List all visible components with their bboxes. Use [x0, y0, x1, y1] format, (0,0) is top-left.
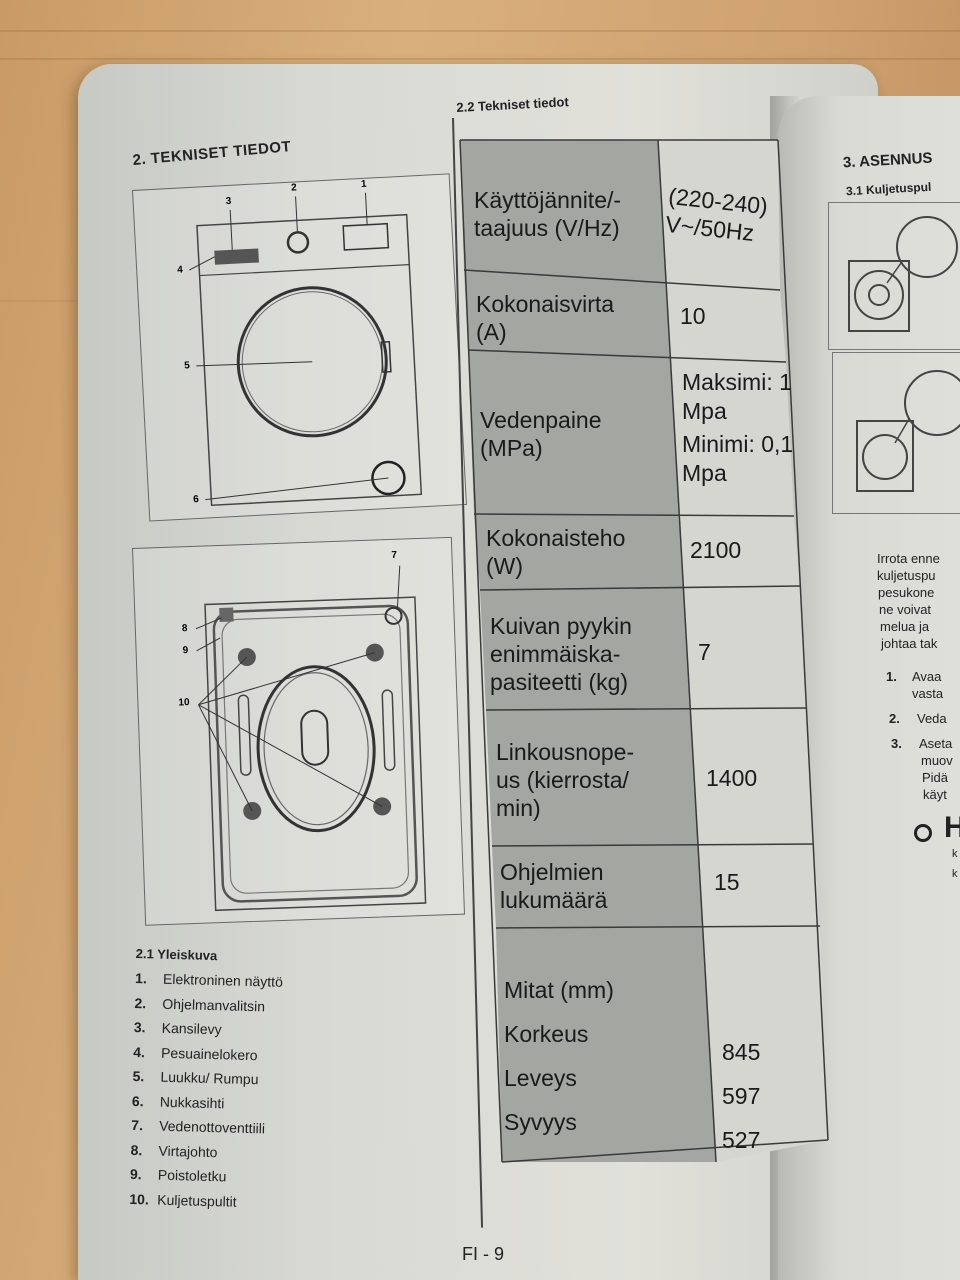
- spec-row-border: [485, 707, 807, 711]
- callout-4: 4: [176, 264, 184, 276]
- spec-value-cell: [698, 844, 820, 928]
- spec-label-cell: [474, 514, 684, 590]
- right-line: kuljetuspu: [877, 568, 936, 583]
- spec-value-cell: [683, 586, 806, 710]
- right-line: melua ja: [880, 619, 930, 634]
- right-line: Irrota enne: [877, 551, 940, 566]
- spec-left-border: [459, 139, 503, 1163]
- page-number: FI - 9: [462, 1244, 505, 1264]
- spec-column-border: [657, 139, 717, 1163]
- callout-5: 5: [183, 360, 191, 372]
- bolt-removal-illustration-1: [848, 216, 958, 332]
- spec-label-cell: [486, 710, 699, 846]
- spec-value: 2100: [690, 537, 742, 563]
- bolt-removal-illustration-2: [856, 370, 960, 492]
- spec-label: Kokonaisvirta(A): [476, 291, 615, 345]
- spec-label: Linkousnope-us (kierrosta/min): [496, 739, 635, 821]
- spec-value-cell: [665, 270, 786, 362]
- right-line: johtaa tak: [881, 636, 938, 651]
- spec-label-cell: [460, 140, 666, 270]
- right-line: ne voivat: [879, 602, 932, 617]
- washing-machine-rear-illustration: [195, 565, 427, 912]
- callout-1: 1: [360, 178, 367, 190]
- step-text: vasta: [912, 686, 944, 701]
- spec-row-border: [491, 843, 815, 847]
- rear-view-diagram: 7 8 9 10: [132, 536, 465, 926]
- step-number: 2.: [889, 711, 900, 726]
- spec-value-cell: [669, 350, 794, 516]
- spec-value-cell: [679, 514, 800, 590]
- step-number: 1.: [886, 669, 897, 684]
- right-figure-1: [828, 202, 960, 350]
- spec-row-border: [463, 269, 781, 291]
- spec-label: Käyttöjännite/-taajuus (V/Hz): [474, 187, 622, 241]
- step-text: muov: [921, 753, 953, 768]
- spec-value-cell: [658, 140, 780, 290]
- step-text: Veda: [917, 711, 947, 726]
- spec-value-cell: [690, 708, 814, 846]
- spec-label-cell: [496, 928, 716, 1162]
- spec-label-cell: [492, 846, 703, 928]
- callout-3: 3: [225, 195, 232, 208]
- step-text: Aseta: [919, 736, 953, 751]
- callout-2: 2: [290, 182, 297, 194]
- front-view-diagram: 1 2 3 4 5 6: [132, 173, 467, 522]
- spec-value: 10: [680, 303, 706, 329]
- step-text: käyt: [923, 787, 947, 802]
- spec-label-cell: [480, 590, 691, 710]
- overview-list: 1. Elektroninen näyttö 2. Ohjelmanvalits…: [129, 966, 435, 1219]
- washing-machine-front-illustration: [189, 192, 423, 507]
- callout-7: 7: [391, 549, 398, 561]
- right-figure-2: [832, 352, 960, 514]
- spec-row-border: [473, 513, 795, 517]
- callout-9: 9: [182, 645, 189, 657]
- spec-label: Vedenpaine(MPa): [480, 407, 602, 461]
- spec-table: Käyttöjännite/-taajuus (V/Hz) (220-240)V…: [459, 139, 829, 1180]
- spec-row-border: [467, 349, 787, 363]
- spec-value: (220-240)V~/50Hz: [664, 182, 770, 246]
- spec-label-cell: [464, 270, 670, 350]
- right-line: pesukone: [878, 585, 935, 600]
- callout-10: 10: [178, 697, 190, 709]
- right-tail-text: k: [952, 848, 958, 860]
- spec-row-border: [479, 585, 801, 591]
- spec-value: 15: [714, 869, 740, 895]
- spec-value-cell: [702, 926, 828, 1162]
- right-tail-text: k: [952, 868, 958, 880]
- bullet-icon: [914, 824, 932, 842]
- callout-8: 8: [181, 623, 188, 635]
- spec-label: Kokonaisteho(W): [486, 525, 626, 579]
- step-text: Avaa: [912, 669, 942, 684]
- right-heading-letter: H: [944, 811, 960, 844]
- step-number: 3.: [891, 736, 902, 751]
- spec-label-cell: [468, 350, 680, 514]
- spec-value: 1400: [706, 765, 758, 791]
- spec-row-border: [501, 1139, 829, 1163]
- overview-section: 2.1 Yleiskuva 1. Elektroninen näyttö 2. …: [129, 946, 436, 1219]
- spec-table-grid: [459, 139, 829, 1163]
- step-text: Pidä: [922, 770, 949, 785]
- spec-row-border: [495, 925, 821, 929]
- callout-6: 6: [193, 493, 200, 506]
- spec-right-border: [777, 139, 829, 1141]
- spec-value: 7: [698, 639, 711, 665]
